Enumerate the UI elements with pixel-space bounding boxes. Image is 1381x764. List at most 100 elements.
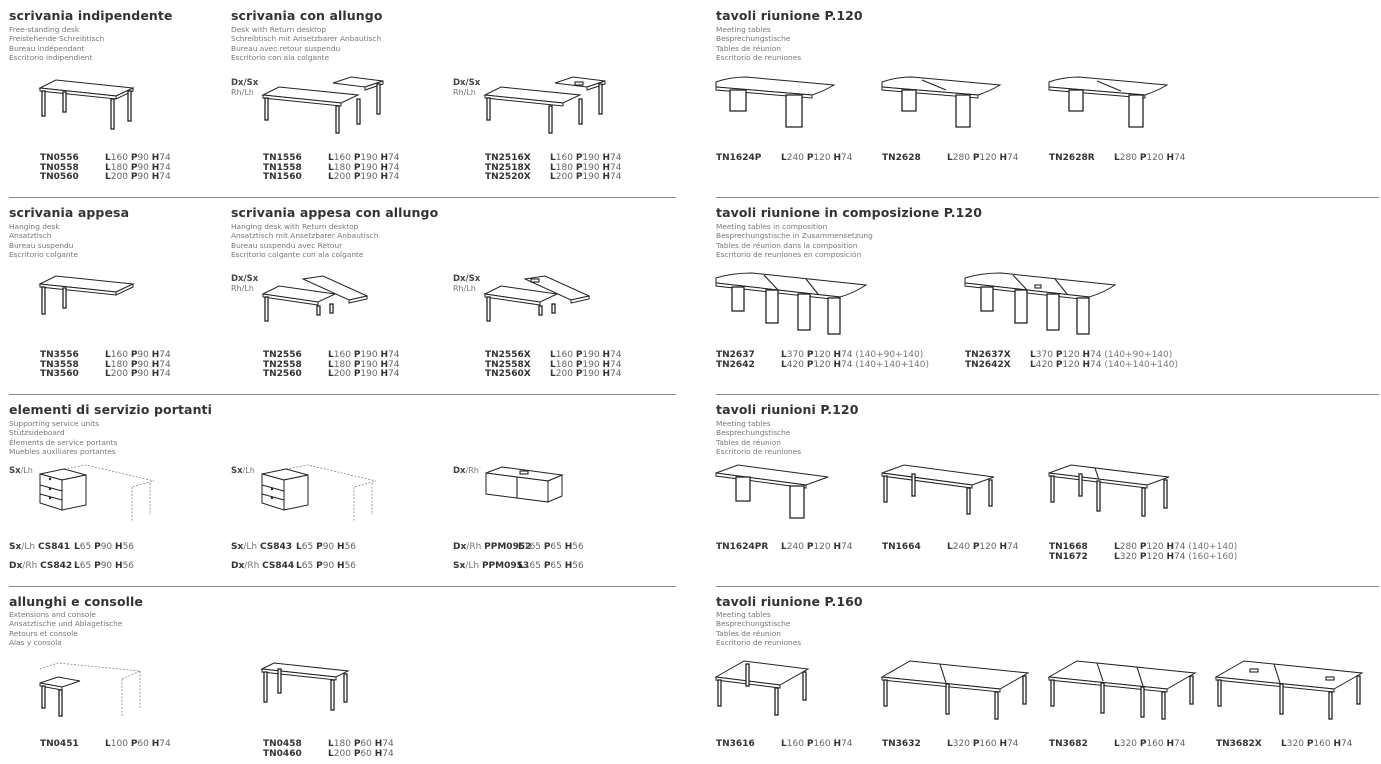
dimension-line: L200 P190 H74	[550, 369, 621, 380]
dim-letter-p: P	[353, 739, 361, 749]
dim-letter-l: L	[105, 350, 111, 360]
dim-value-l: 420	[1035, 359, 1053, 370]
product-code: Sx/Lh CS843	[231, 542, 292, 553]
dimension-line: L280 P120 H74	[947, 153, 1018, 164]
dim-value-l: 160	[110, 350, 128, 360]
hanging-desk-drawing	[38, 275, 135, 315]
product-code: TN3632	[882, 739, 921, 750]
product-code-text: TN3560	[40, 369, 79, 379]
dim-letter-h: H	[380, 359, 389, 370]
dim-value-l: 160	[555, 350, 573, 360]
dim-value-p: 160	[813, 739, 831, 749]
dimension-line: L240 P120 H74	[781, 153, 852, 164]
product-dimensions: L320 P160 H74	[1281, 739, 1352, 750]
dim-value-h: 56	[344, 561, 357, 571]
dim-letter-l: L	[550, 162, 556, 173]
subtitle-line: Escritorio de reuniones	[716, 447, 802, 457]
dim-letter-p: P	[353, 748, 361, 759]
dimension-line: L180 P90 H74	[105, 360, 171, 371]
subtitle-line: Tables de réunion	[716, 437, 781, 447]
dim-letter-p: P	[575, 350, 583, 360]
hand-label-text: Rh/Lh	[231, 284, 254, 293]
dim-value-l: 180	[333, 739, 351, 749]
section-title-service-units: elementi di servizio portanti	[9, 402, 213, 417]
dim-value-h: 74	[610, 359, 622, 370]
dim-letter-p: P	[575, 369, 583, 379]
dim-letter-p: P	[972, 153, 980, 163]
side-label-text: Dx	[453, 542, 467, 552]
product-code-text: TN2628R	[1049, 153, 1095, 163]
section-title-meeting-tables-p160: tavoli riunione P.160	[716, 594, 863, 609]
subtitle-line: Meeting tables	[716, 610, 771, 619]
dim-letter-l: L	[1114, 153, 1120, 163]
side-label-text: Sx	[231, 542, 244, 552]
dim-letter-l: L	[1281, 739, 1287, 749]
dim-value-p: 190	[582, 172, 600, 182]
dimension-line: L180 P190 H74	[550, 162, 621, 174]
dim-value-h: 56	[572, 542, 584, 552]
dim-letter-h: H	[337, 561, 345, 571]
desk-with-return-drawing	[261, 76, 384, 134]
dim-letter-p: P	[130, 162, 138, 173]
dimension-line: L160 P90 H74	[105, 153, 171, 164]
dim-letter-p: P	[130, 153, 138, 163]
dimension-line: L280 P120 H74 (140+140)	[1114, 542, 1237, 553]
subtitle-line: Besprechungstische	[716, 34, 791, 44]
product-code: TN2558X	[485, 360, 531, 371]
dim-letter-l: L	[1030, 359, 1036, 370]
subtitle-line: Retours et console	[9, 628, 78, 638]
product-dimensions: L165 P65 H56	[518, 561, 584, 572]
meeting-table-drawing	[880, 660, 1030, 720]
dim-letter-h: H	[380, 153, 389, 163]
dim-value-p: 190	[582, 369, 600, 379]
product-code-text: TN2516X	[485, 153, 531, 163]
section-subtitles-service-units: Supporting service units Stützsideboard …	[9, 419, 117, 457]
product-code-text: TN2628	[882, 153, 921, 163]
meeting-table-drawing	[715, 464, 829, 519]
product-dimensions: L160 P160 H74	[781, 739, 852, 750]
hand-label-text: /Lh	[20, 466, 33, 475]
product-dimensions: L280 P120 H74	[1114, 153, 1185, 164]
dimension-line: L180 P190 H74	[328, 163, 399, 174]
dim-value-l: 320	[952, 739, 970, 749]
product-code-text: TN1556	[263, 153, 302, 163]
dimension-line: L420 P120 H74 (140+140+140)	[1030, 359, 1178, 371]
dim-value-p: 190	[360, 153, 378, 163]
subtitle-line: Hanging desk with Return desktop	[231, 222, 359, 231]
product-code: TN2560	[263, 369, 302, 380]
product-codes: Sx/Lh CS841	[9, 542, 70, 553]
dim-letter-h: H	[602, 359, 611, 370]
subtitle-line: Besprechungstische	[716, 428, 791, 438]
dim-value-p: 65	[550, 542, 562, 552]
dim-value-l: 200	[555, 172, 573, 182]
product-code: TN2518X	[485, 163, 531, 174]
dim-letter-l: L	[328, 748, 334, 759]
product-code: TN2556	[263, 350, 302, 361]
dim-value-p: 60	[137, 739, 149, 749]
dim-value-h: 74	[1007, 739, 1019, 749]
dim-value-h: 74	[610, 350, 622, 360]
dim-value-l: 370	[1035, 350, 1053, 360]
divider	[716, 586, 1379, 587]
dimension-line: L160 P190 H74	[328, 350, 399, 361]
dimension-line: L165 P65 H56	[518, 542, 584, 553]
dim-letter-l: L	[74, 542, 80, 552]
subtitle-line: Bureau suspendu	[9, 240, 74, 250]
dim-letter-h: H	[337, 542, 345, 552]
product-code-text: TN3558	[40, 359, 79, 370]
console-drawing	[260, 662, 350, 711]
product-code-text: TN1664	[882, 542, 921, 552]
subtitle-line: Élements de service portants	[9, 437, 118, 447]
product-code: TN2556X	[485, 350, 531, 361]
dim-value-p: 120	[813, 153, 831, 163]
dim-letter-h: H	[999, 739, 1008, 749]
side-label-text: Dx/Sx	[231, 274, 259, 284]
product-code: TN3560	[40, 369, 79, 380]
dim-value-p: 120	[979, 542, 997, 552]
dim-value-h: 74	[1090, 359, 1102, 370]
